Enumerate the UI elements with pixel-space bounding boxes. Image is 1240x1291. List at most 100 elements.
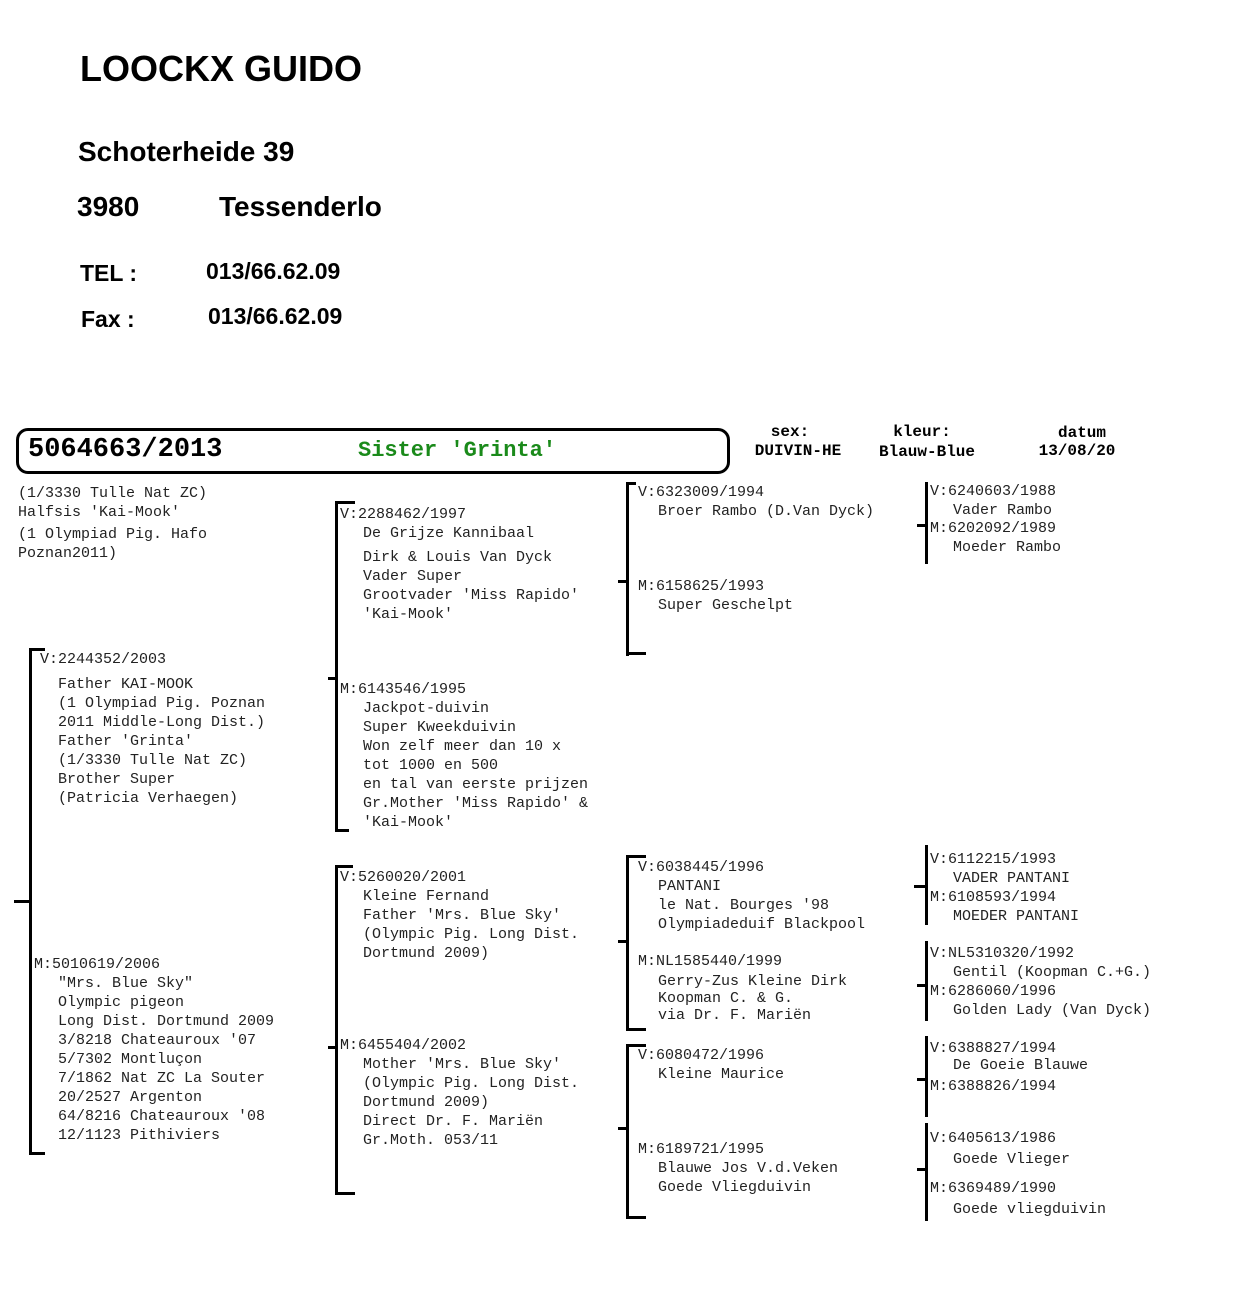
- bracket-tick: [626, 652, 646, 655]
- bracket-tick: [29, 648, 45, 651]
- pedigree-line: De Grijze Kannibaal: [363, 525, 535, 542]
- pedigree-line: Goede Vliegduivin: [658, 1179, 812, 1196]
- pedigree-line: (Olympic Pig. Long Dist.: [363, 926, 580, 943]
- mmf-entry: V:6080472/1996 Kleine Maurice: [638, 1046, 784, 1084]
- pedigree-line: Direct Dr. F. Mariën: [363, 1113, 544, 1130]
- pigeon-box: [16, 428, 730, 474]
- mmfm-entry: M:6388826/1994: [930, 1077, 1056, 1096]
- bracket-tick: [626, 855, 646, 858]
- bracket-tick: [618, 940, 628, 943]
- bracket-mfm: [925, 941, 928, 1021]
- owner-postcode: 3980: [77, 191, 140, 222]
- pedigree-line: tot 1000 en 500: [363, 757, 499, 774]
- pedigree-line: via Dr. F. Mariën: [658, 1007, 812, 1024]
- pedigree-line: Moeder Rambo: [953, 539, 1062, 556]
- color-label: kleur:: [893, 423, 951, 441]
- note-line: (1 Olympiad Pig. Hafo: [18, 526, 208, 543]
- pedigree-line: Father KAI-MOOK: [58, 676, 194, 693]
- pedigree-line: Goede Vlieger: [953, 1151, 1071, 1168]
- ffm-entry: M:6158625/1993 Super Geschelpt: [638, 577, 793, 615]
- prefix: V:: [340, 869, 359, 886]
- ring-number: 6202092/1989: [948, 520, 1057, 537]
- mf-entry: V:5260020/2001 Kleine Fernand Father 'Mr…: [340, 868, 579, 963]
- pedigree-line: MOEDER PANTANI: [953, 908, 1080, 925]
- pedigree-line: 64/8216 Chateauroux '08: [58, 1108, 266, 1125]
- ring-number: 6455404/2002: [358, 1037, 467, 1054]
- bracket-tick: [917, 524, 927, 527]
- date-value: 13/08/20: [1038, 442, 1116, 460]
- ring-number: 2244352/2003: [58, 651, 167, 668]
- pedigree-line: le Nat. Bourges '98: [658, 897, 830, 914]
- fax-label: Fax :: [81, 306, 135, 332]
- bracket-tick: [14, 900, 30, 903]
- ffff-entry: V:6240603/1988 Vader Rambo: [930, 482, 1056, 520]
- ring-number: 6405613/1986: [948, 1130, 1057, 1147]
- owner-street: Schoterheide 39: [78, 136, 295, 167]
- pedigree-line: Gr.Mother 'Miss Rapido' &: [363, 795, 589, 812]
- mmff-entry: V:6388827/1994 De Goeie Blauwe: [930, 1039, 1088, 1075]
- bracket-tick: [335, 1192, 355, 1195]
- pigeon-name: Sister 'Grinta': [358, 438, 557, 463]
- bracket-tick: [328, 1046, 337, 1049]
- ring-number: 6143546/1995: [358, 681, 467, 698]
- bracket-tick: [618, 580, 628, 583]
- pedigree-line: 12/1123 Pithiviers: [58, 1127, 221, 1144]
- pedigree-line: Father 'Grinta': [58, 733, 194, 750]
- mmmf-entry: V:6405613/1986 Goede Vlieger: [930, 1129, 1070, 1169]
- pedigree-line: Olympic pigeon: [58, 994, 185, 1011]
- mfm-entry: M:NL1585440/1999 Gerry-Zus Kleine Dirk K…: [638, 952, 847, 1024]
- pedigree-line: (1 Olympiad Pig. Poznan: [58, 695, 266, 712]
- prefix: V:: [930, 483, 949, 500]
- pedigree-line: 'Kai-Mook': [363, 606, 454, 623]
- prefix: V:: [638, 859, 657, 876]
- ring-number: 6112215/1993: [948, 851, 1057, 868]
- pedigree-line: Gerry-Zus Kleine Dirk: [658, 973, 848, 990]
- mmm-entry: M:6189721/1995 Blauwe Jos V.d.Veken Goed…: [638, 1140, 838, 1197]
- bracket-mm: [626, 1044, 629, 1219]
- pedigree-line: Dortmund 2009): [363, 945, 490, 962]
- bracket-tick: [618, 1127, 628, 1130]
- pigeon-notes: (1/3330 Tulle Nat ZC) Halfsis 'Kai-Mook'…: [18, 484, 207, 563]
- mm-entry: M:6455404/2002 Mother 'Mrs. Blue Sky' (O…: [340, 1036, 579, 1150]
- bracket-mmf: [925, 1036, 928, 1117]
- mfff-entry: V:6112215/1993 VADER PANTANI: [930, 850, 1070, 888]
- ring-number: 6189721/1995: [656, 1141, 765, 1158]
- mffm-entry: M:6108593/1994 MOEDER PANTANI: [930, 888, 1079, 926]
- pedigree-line: 3/8218 Chateauroux '07: [58, 1032, 257, 1049]
- owner-name: LOOCKX GUIDO: [80, 48, 363, 89]
- prefix: V:: [638, 484, 657, 501]
- prefix: M:: [930, 520, 949, 537]
- prefix: V:: [638, 1047, 657, 1064]
- pedigree-line: Gentil (Koopman C.+G.): [953, 964, 1152, 981]
- prefix: M:: [34, 956, 53, 973]
- mmmm-entry: M:6369489/1990 Goede vliegduivin: [930, 1179, 1106, 1219]
- ring-number: 6080472/1996: [656, 1047, 765, 1064]
- pedigree-line: Goede vliegduivin: [953, 1201, 1107, 1218]
- ring-number: 6388827/1994: [948, 1040, 1057, 1057]
- date-label: datum: [1057, 424, 1106, 442]
- prefix: M:: [638, 578, 657, 595]
- pedigree-line: Dirk & Louis Van Dyck: [363, 549, 553, 566]
- pedigree-line: 20/2527 Argenton: [58, 1089, 203, 1106]
- ring-number: 5260020/2001: [358, 869, 467, 886]
- note-line: Halfsis 'Kai-Mook': [18, 504, 181, 521]
- bracket-mother: [335, 865, 338, 1195]
- pedigree-line: Father 'Mrs. Blue Sky': [363, 907, 562, 924]
- pedigree-line: Vader Super: [363, 568, 463, 585]
- pedigree-line: Mother 'Mrs. Blue Sky': [363, 1056, 562, 1073]
- pedigree-line: Broer Rambo (D.Van Dyck): [658, 503, 875, 520]
- ring-number: NL5310320/1992: [948, 945, 1075, 962]
- pedigree-line: 5/7302 Montluçon: [58, 1051, 203, 1068]
- bracket-tick: [917, 1078, 927, 1081]
- bracket-tick: [335, 829, 349, 832]
- color-value: Blauw-Blue: [878, 443, 975, 461]
- ring-number: 6286060/1996: [948, 983, 1057, 1000]
- prefix: M:: [930, 1180, 949, 1197]
- ring-number: 6323009/1994: [656, 484, 765, 501]
- pedigree-line: Super Geschelpt: [658, 597, 794, 614]
- pedigree-line: (Patricia Verhaegen): [58, 790, 239, 807]
- pedigree-line: Gr.Moth. 053/11: [363, 1132, 499, 1149]
- ring-number: 6158625/1993: [656, 578, 765, 595]
- pedigree-line: 7/1862 Nat ZC La Souter: [58, 1070, 266, 1087]
- prefix: M:: [930, 889, 949, 906]
